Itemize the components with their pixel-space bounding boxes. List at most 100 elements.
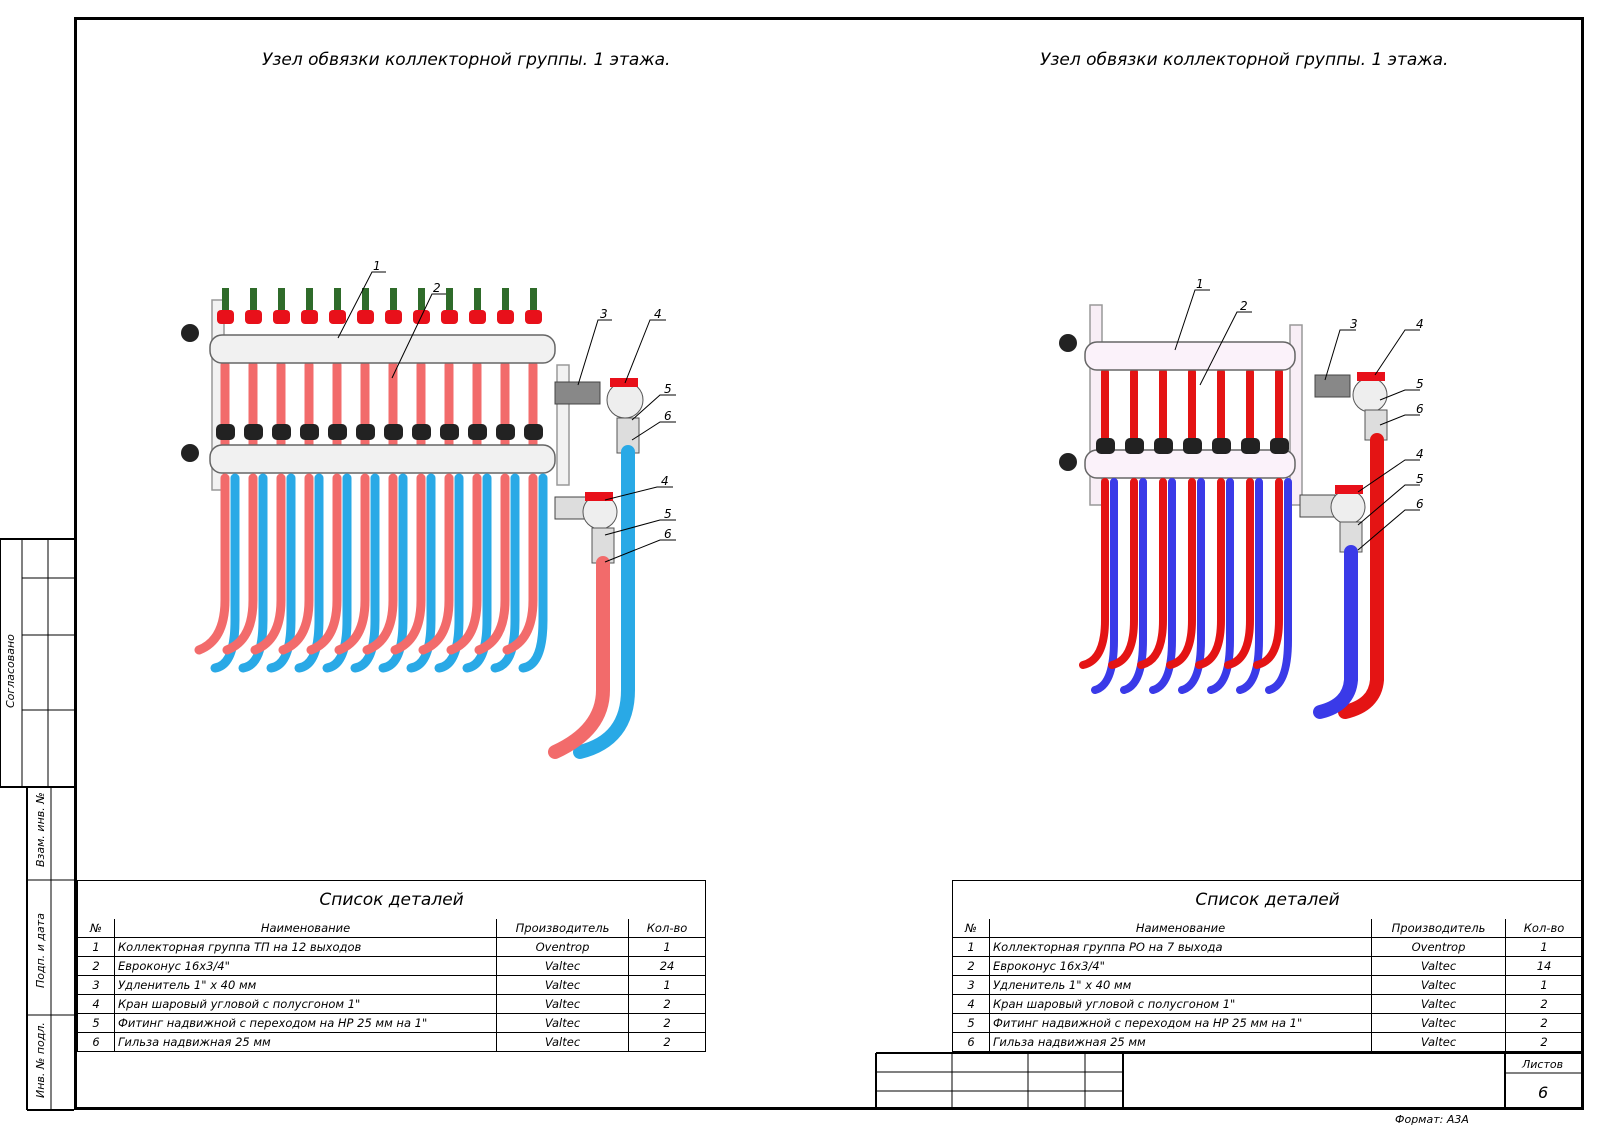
- col-header-qty: Кол-во: [1504, 919, 1584, 938]
- return-valve-cap: [1125, 438, 1144, 454]
- return-loop-pipe: [1091, 478, 1118, 694]
- format-label: Формат: А3А: [1395, 1113, 1469, 1126]
- flow-valve-cap: [441, 310, 458, 324]
- right-callout-4b: 4: [1416, 447, 1424, 461]
- flow-valve-cap: [301, 310, 318, 324]
- return-valve-cap: [524, 424, 543, 440]
- return-valve-cap: [300, 424, 319, 440]
- supply-loop-pipe: [390, 473, 426, 655]
- right-callout-6b: 6: [1416, 497, 1424, 511]
- supply-loop-pipe: [1079, 478, 1109, 669]
- return-loop-pipe: [1149, 478, 1176, 694]
- supply-loop-pipe: [334, 473, 370, 655]
- right-callout-1: 1: [1196, 277, 1204, 291]
- left-table-caption: Список деталей: [76, 880, 707, 919]
- flow-valve-cap: [469, 310, 486, 324]
- thermo-head: [306, 288, 313, 312]
- left-valve-upper: [554, 378, 644, 454]
- return-valve-cap: [440, 424, 459, 440]
- supply-loop-pipe: [1166, 478, 1196, 669]
- left-callout-1: 1: [373, 259, 381, 273]
- supply-loop-pipe: [1108, 478, 1138, 669]
- left-parts-table: Список деталей № Наименование Производит…: [76, 880, 707, 1052]
- flow-valve-cap: [329, 310, 346, 324]
- return-valve-cap: [216, 424, 235, 440]
- left-return-manifold-bar: [209, 444, 556, 474]
- flow-valve-cap: [217, 310, 234, 324]
- return-valve-cap: [356, 424, 375, 440]
- left-callout-3: 3: [600, 307, 608, 321]
- supply-loop-pipe: [1137, 478, 1167, 669]
- return-loop-pipe: [518, 473, 548, 673]
- thermo-head: [390, 288, 397, 312]
- col-header-maker: Производитель: [1371, 919, 1506, 938]
- left-callout-5b: 5: [664, 507, 672, 521]
- thermo-head: [334, 288, 341, 312]
- thermo-head: [222, 288, 229, 312]
- left-valve-lower: [554, 492, 618, 564]
- return-valve-cap: [1241, 438, 1260, 454]
- left-callout-4b: 4: [661, 474, 669, 488]
- thermo-head: [502, 288, 509, 312]
- left-callout-6b: 6: [664, 527, 672, 541]
- supply-loop-pipe: [306, 473, 342, 655]
- right-valve-lower: [1299, 485, 1366, 553]
- col-header-maker: Производитель: [496, 919, 629, 938]
- right-supply-manifold-bar: [1084, 341, 1296, 371]
- supply-loop-pipe: [362, 473, 398, 655]
- right-callout-5b: 5: [1416, 472, 1424, 486]
- right-valve-upper: [1314, 372, 1388, 441]
- return-loop-pipe: [1265, 478, 1292, 694]
- left-callout-5: 5: [664, 382, 672, 396]
- right-callout-6: 6: [1416, 402, 1424, 416]
- flow-valve-cap: [245, 310, 262, 324]
- supply-loop-pipe: [1224, 478, 1254, 669]
- supply-loop-pipe: [278, 473, 314, 655]
- return-valve-cap: [1270, 438, 1289, 454]
- sheets-label: Листов: [1522, 1058, 1564, 1071]
- supply-loop-pipe: [446, 473, 482, 655]
- supply-loop-pipe: [502, 473, 538, 655]
- return-loop-pipe: [1207, 478, 1234, 694]
- thermo-head: [530, 288, 537, 312]
- left-supply-manifold-bar: [209, 334, 556, 364]
- flow-valve-cap: [497, 310, 514, 324]
- return-valve-cap: [468, 424, 487, 440]
- return-valve-cap: [412, 424, 431, 440]
- right-table-caption: Список деталей: [951, 880, 1584, 919]
- return-valve-cap: [328, 424, 347, 440]
- supply-loop-pipe: [474, 473, 510, 655]
- thermo-head: [446, 288, 453, 312]
- left-callout-4: 4: [654, 307, 662, 321]
- sheet-number: 6: [1538, 1083, 1549, 1102]
- return-loop-pipe: [1120, 478, 1147, 694]
- return-loop-pipe: [1236, 478, 1263, 694]
- return-valve-cap: [1212, 438, 1231, 454]
- thermo-head: [250, 288, 257, 312]
- drawing-frame: [74, 17, 1584, 1110]
- return-valve-cap: [496, 424, 515, 440]
- supply-loop-pipe: [222, 473, 258, 655]
- flow-valve-cap: [357, 310, 374, 324]
- right-callout-4: 4: [1416, 317, 1424, 331]
- return-valve-cap: [272, 424, 291, 440]
- left-drawing-title: Узел обвязки коллекторной группы. 1 этаж…: [262, 50, 671, 70]
- thermo-head: [474, 288, 481, 312]
- supply-loop-pipe: [418, 473, 454, 655]
- right-callout-3: 3: [1350, 317, 1358, 331]
- return-valve-cap: [244, 424, 263, 440]
- supply-loop-pipe: [1253, 478, 1283, 669]
- right-callout-2: 2: [1240, 299, 1248, 313]
